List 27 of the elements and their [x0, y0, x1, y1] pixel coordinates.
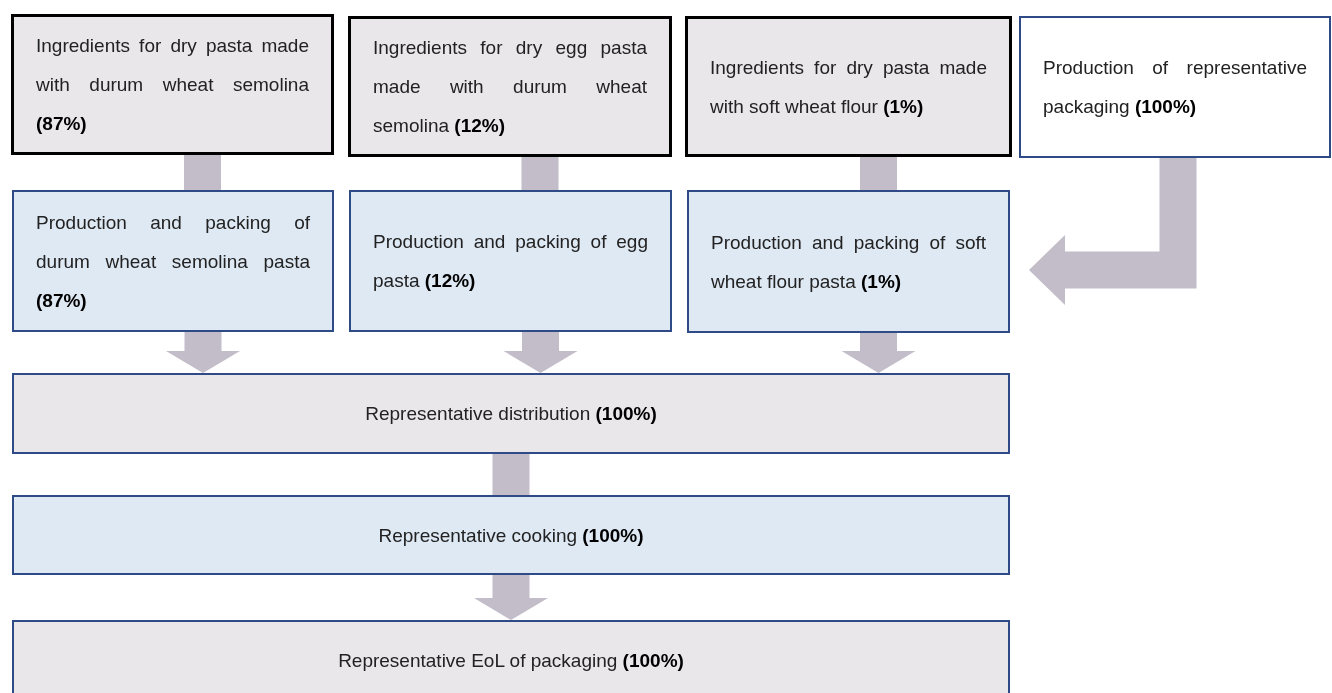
process-box — [348, 16, 672, 157]
connector-bar — [860, 157, 897, 190]
process-box — [349, 190, 672, 332]
box-label: Production of representative packaging (100%) — [1043, 56, 1307, 119]
box-label: Representative cooking (100%) — [377, 523, 645, 548]
process-box — [11, 14, 334, 155]
process-box — [12, 620, 1010, 693]
process-box — [12, 190, 334, 332]
block-arrow — [474, 575, 548, 620]
process-box — [1019, 16, 1331, 158]
box-label: Production and packing of durum wheat semolina pasta (87%) — [36, 210, 310, 313]
process-box — [685, 16, 1012, 157]
connector-bar — [184, 155, 221, 190]
box-label: Representative EoL of packaging (100%) — [337, 648, 685, 673]
box-label: Ingredients for dry egg pasta made with durum wheat semolina (12%) — [373, 36, 647, 138]
box-label: Representative distribution (100%) — [364, 402, 658, 426]
block-arrow — [503, 332, 578, 373]
box-label: Ingredients for dry pasta made with durum wheat semolina (87%) — [36, 34, 309, 136]
block-arrow — [841, 333, 916, 373]
block-arrow — [166, 332, 240, 373]
box-label: Ingredients for dry pasta made with soft wheat flour (1%) — [710, 55, 987, 119]
process-box — [12, 373, 1010, 454]
process-box — [12, 495, 1010, 575]
connector-bar — [521, 157, 559, 190]
box-label: Production and packing of soft wheat flour pasta (1%) — [711, 230, 986, 294]
box-label: Production and packing of egg pasta (12%) — [373, 230, 648, 293]
process-box — [687, 190, 1010, 333]
